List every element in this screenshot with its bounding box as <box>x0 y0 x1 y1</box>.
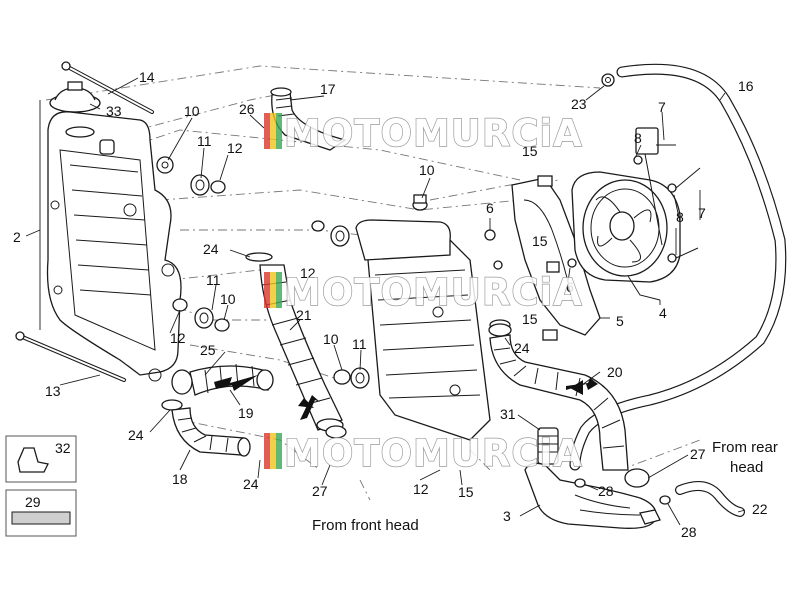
clamp-front <box>325 425 347 439</box>
overflow-hose <box>569 63 787 471</box>
arrow-rear-hose-head <box>570 380 583 395</box>
callout-28b: 28 <box>681 524 697 540</box>
callout-5: 5 <box>616 313 624 329</box>
callout-26: 26 <box>239 101 255 117</box>
hose-clamp-upper <box>245 252 273 262</box>
fan-connector <box>633 127 701 263</box>
callout-10d: 10 <box>323 331 339 347</box>
callout-12d: 12 <box>413 481 429 497</box>
inset-box-32 <box>5 435 77 483</box>
leader-lines <box>25 77 746 526</box>
watermark-middle: MOTOMURCiA <box>264 270 583 315</box>
callout-11c: 11 <box>352 336 367 352</box>
callout-33: 33 <box>106 103 122 119</box>
long-bolt-lower <box>15 331 126 382</box>
callout-15d: 15 <box>458 484 474 500</box>
callout-4: 4 <box>659 305 667 321</box>
callout-31: 31 <box>500 406 516 422</box>
callout-25: 25 <box>200 342 216 358</box>
arrow-left-hose <box>214 375 258 391</box>
callout-24c: 24 <box>243 476 259 492</box>
callout-7b: 7 <box>698 205 706 221</box>
callout-15c: 15 <box>522 311 538 327</box>
inset-box-29 <box>5 489 77 537</box>
callout-22: 22 <box>752 501 768 517</box>
callout-6a: 6 <box>486 200 494 216</box>
callout-18: 18 <box>172 471 188 487</box>
arrow-front-hose-head <box>298 398 314 408</box>
callout-24d: 24 <box>514 340 530 356</box>
grommet-set-upper <box>156 156 226 196</box>
rear-head-hose <box>488 323 629 471</box>
callout-32: 32 <box>55 440 71 456</box>
callout-10b: 10 <box>419 162 435 178</box>
caption-from-front-head: From front head <box>312 517 419 534</box>
callout-24b: 24 <box>128 427 144 443</box>
callout-19: 19 <box>238 405 254 421</box>
callout-23: 23 <box>571 96 587 112</box>
callout-6b: 6 <box>566 279 574 295</box>
callout-10a: 10 <box>184 103 200 119</box>
callout-3: 3 <box>503 508 511 524</box>
small-clamp <box>601 73 615 87</box>
watermark-text-bottom: MOTOMURCiA <box>284 432 583 475</box>
filler-neck <box>65 126 115 155</box>
captions: From front head From rear head <box>312 439 778 534</box>
callout-15a: 15 <box>522 143 538 159</box>
callout-16: 16 <box>738 78 754 94</box>
hose-clamp-left <box>161 399 183 411</box>
callout-27a: 27 <box>312 483 328 499</box>
small-hose-rear <box>675 481 745 517</box>
clamp-rear <box>624 468 650 488</box>
bracket-bolts <box>484 229 577 270</box>
callout-8a: 8 <box>634 130 642 146</box>
callout-13: 13 <box>45 383 61 399</box>
grommet-set-middle <box>172 298 230 332</box>
cooling-fan <box>571 171 681 301</box>
fan-shroud-bracket <box>511 175 601 341</box>
small-clip-28 <box>574 478 671 505</box>
callout-8b: 8 <box>676 209 684 225</box>
radiator-cap <box>49 81 101 113</box>
caption-from-rear-head-line2: head <box>730 459 763 476</box>
grommet-set-right <box>311 220 370 389</box>
flow-arrows <box>214 375 598 420</box>
watermark-bottom: MOTOMURCiA <box>264 431 583 476</box>
caption-from-rear-head-line1: From rear <box>712 439 778 456</box>
callout-27b: 27 <box>690 446 706 462</box>
callout-11a: 11 <box>197 133 212 149</box>
callout-7a: 7 <box>658 99 666 115</box>
callout-10c: 10 <box>220 291 236 307</box>
watermark-text-middle: MOTOMURCiA <box>284 271 583 314</box>
left-radiator <box>46 111 182 382</box>
callout-17: 17 <box>320 81 336 97</box>
water-pump-inlet <box>537 427 559 465</box>
lower-left-hose <box>171 407 251 457</box>
callout-20: 20 <box>607 364 623 380</box>
callout-29: 29 <box>25 494 41 510</box>
callout-12a: 12 <box>227 140 243 156</box>
grommet-top-right <box>412 194 428 211</box>
coolant-tank <box>524 462 661 529</box>
callout-11b: 11 <box>206 272 221 288</box>
callout-21: 21 <box>296 307 312 323</box>
long-bolt-upper <box>61 61 154 114</box>
callout-24a: 24 <box>203 241 219 257</box>
watermark-top: MOTOMURCiA <box>264 111 583 156</box>
watermark-text-top: MOTOMURCiA <box>284 112 583 155</box>
callout-labels: 2 3 4 5 6 6 7 7 8 8 10 10 10 10 11 11 11… <box>13 69 768 540</box>
right-radiator <box>355 219 491 441</box>
callout-15b: 15 <box>532 233 548 249</box>
callout-2: 2 <box>13 229 21 245</box>
callout-14: 14 <box>139 69 155 85</box>
callout-12b: 12 <box>300 265 316 281</box>
callout-28a: 28 <box>598 483 614 499</box>
connecting-hose <box>171 363 274 396</box>
callout-12c: 12 <box>170 330 186 346</box>
